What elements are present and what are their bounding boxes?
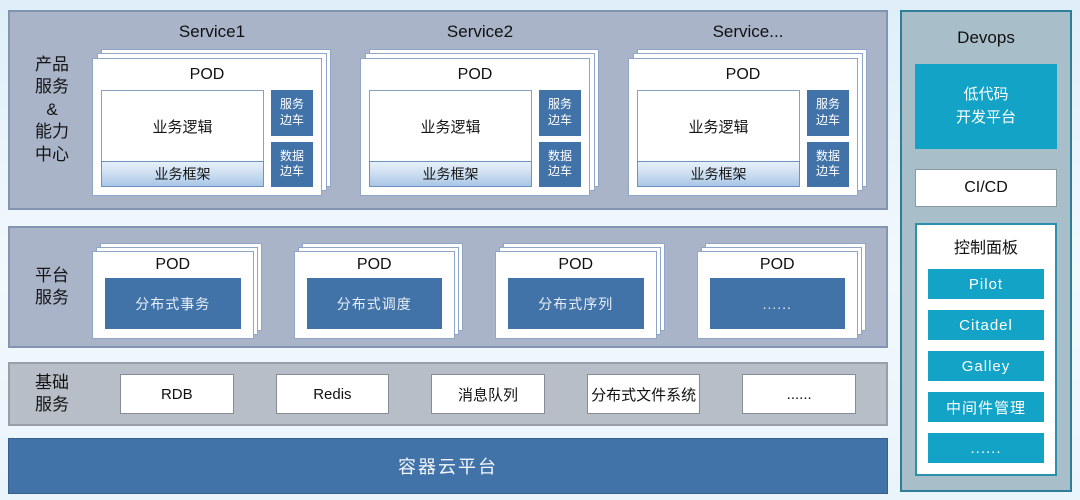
data-sidecar-box: 数据 边车 <box>539 141 581 187</box>
band-platform-services: 平台 服务 POD 分布式事务 POD 分布式调度 <box>8 226 888 348</box>
platform-pod-3: POD 分布式序列 <box>495 243 667 339</box>
business-framework-bar: 业务框架 <box>369 161 532 187</box>
pod-card: POD 业务逻辑 业务框架 服务 边车 数据 边车 <box>628 58 858 196</box>
control-item-citadel: Citadel <box>928 310 1044 340</box>
pod-stack: POD ...... <box>696 243 866 339</box>
pod-title: POD <box>725 66 761 83</box>
pod-card: POD ...... <box>696 251 858 339</box>
distributed-transaction-bar: 分布式事务 <box>105 278 241 329</box>
pod-stack: POD 业务逻辑 业务框架 服务 边车 数据 边车 <box>628 49 867 196</box>
platform-pod-2: POD 分布式调度 <box>293 243 466 339</box>
band-label-platform: 平台 服务 <box>35 265 69 307</box>
logic-column: 业务逻辑 业务框架 <box>101 90 264 187</box>
pod-card: POD 业务逻辑 业务框架 服务 边车 数据 边车 <box>360 58 590 196</box>
band-infrastructure: 基础 服务 RDB Redis 消息队列 分布式文件系统 ...... <box>8 362 888 426</box>
control-item-more: ...... <box>928 433 1044 463</box>
band-label-infra: 基础 服务 <box>35 372 69 414</box>
distributed-scheduling-bar: 分布式调度 <box>306 278 442 329</box>
service-group-1: Service1 POD 业务逻辑 业务框架 服务 边车 数据 边车 <box>90 20 334 200</box>
container-cloud-platform-bar: 容器云平台 <box>8 438 888 494</box>
service-title: Service1 <box>178 22 246 41</box>
sidecar-column: 服务 边车 数据 边车 <box>807 90 849 187</box>
devops-title: Devops <box>957 28 1015 47</box>
service-group-2: Service2 POD 业务逻辑 业务框架 服务 边车 数据 边车 <box>358 20 602 200</box>
pod-stack: POD 分布式事务 <box>92 243 261 339</box>
control-item-galley: Galley <box>928 351 1044 381</box>
business-framework-bar: 业务框架 <box>101 161 264 187</box>
control-item-pilot: Pilot <box>928 269 1044 299</box>
platform-pod-4: POD ...... <box>696 243 869 339</box>
pod-body: 业务逻辑 业务框架 服务 边车 数据 边车 <box>369 90 581 187</box>
platform-pod-1: POD 分布式事务 <box>92 243 264 339</box>
business-logic-box: 业务逻辑 <box>101 90 264 162</box>
pod-card: POD 分布式调度 <box>293 251 455 339</box>
business-framework-bar: 业务框架 <box>637 161 800 187</box>
services-row: Service1 POD 业务逻辑 业务框架 服务 边车 数据 边车 <box>84 20 876 200</box>
control-panel-title: 控制面板 <box>953 240 1018 257</box>
infra-items-row: RDB Redis 消息队列 分布式文件系统 ...... <box>84 374 876 414</box>
pod-card: POD 分布式序列 <box>495 251 657 339</box>
control-item-middleware: 中间件管理 <box>928 392 1044 422</box>
lowcode-platform-box: 低代码 开发平台 <box>915 64 1057 149</box>
sidecar-column: 服务 边车 数据 边车 <box>271 90 313 187</box>
pod-title: POD <box>759 256 795 273</box>
more-services-bar: ...... <box>709 278 845 329</box>
distributed-sequence-bar: 分布式序列 <box>508 278 644 329</box>
infra-box-more: ...... <box>742 374 856 414</box>
band-label-product: 产品 服务 & 能力 中心 <box>35 54 69 164</box>
infra-box-redis: Redis <box>275 374 390 414</box>
logic-column: 业务逻辑 业务框架 <box>369 90 532 187</box>
service-sidecar-box: 服务 边车 <box>807 90 849 136</box>
sidecar-column: 服务 边车 数据 边车 <box>539 90 581 187</box>
service-sidecar-box: 服务 边车 <box>539 90 581 136</box>
pod-body: 业务逻辑 业务框架 服务 边车 数据 边车 <box>637 90 849 187</box>
logic-column: 业务逻辑 业务框架 <box>637 90 800 187</box>
pod-title: POD <box>457 66 493 83</box>
data-sidecar-box: 数据 边车 <box>271 141 313 187</box>
platform-pods-row: POD 分布式事务 POD 分布式调度 POD 分布式序列 <box>84 236 876 339</box>
pod-stack: POD 分布式序列 <box>495 243 664 339</box>
service-group-3: Service... POD 业务逻辑 业务框架 服务 边车 数据 边车 <box>626 20 870 200</box>
control-panel-box: 控制面板 Pilot Citadel Galley 中间件管理 ...... <box>915 223 1057 476</box>
pod-card: POD 分布式事务 <box>92 251 254 339</box>
cicd-box: CI/CD <box>915 168 1057 207</box>
pod-stack: POD 业务逻辑 业务框架 服务 边车 数据 边车 <box>360 49 599 196</box>
architecture-diagram: 产品 服务 & 能力 中心 Service1 POD 业务逻辑 业务框架 服务 … <box>8 10 888 494</box>
infra-box-message-queue: 消息队列 <box>431 374 545 414</box>
service-sidecar-box: 服务 边车 <box>271 90 313 136</box>
business-logic-box: 业务逻辑 <box>637 90 800 162</box>
pod-title: POD <box>558 256 594 273</box>
business-logic-box: 业务逻辑 <box>369 90 532 162</box>
pod-title: POD <box>356 256 392 273</box>
service-title: Service2 <box>446 22 514 41</box>
band-product-services: 产品 服务 & 能力 中心 Service1 POD 业务逻辑 业务框架 服务 … <box>8 10 888 210</box>
pod-card: POD 业务逻辑 业务框架 服务 边车 数据 边车 <box>92 58 322 196</box>
pod-title: POD <box>155 256 191 273</box>
service-title: Service... <box>712 22 784 41</box>
pod-title: POD <box>189 66 225 83</box>
infra-box-distributed-fs: 分布式文件系统 <box>586 374 701 414</box>
data-sidecar-box: 数据 边车 <box>807 141 849 187</box>
pod-body: 业务逻辑 业务框架 服务 边车 数据 边车 <box>101 90 313 187</box>
devops-panel: Devops 低代码 开发平台 CI/CD 控制面板 Pilot Citadel… <box>900 10 1072 492</box>
pod-stack: POD 业务逻辑 业务框架 服务 边车 数据 边车 <box>92 49 331 196</box>
pod-stack: POD 分布式调度 <box>293 243 463 339</box>
infra-box-rdb: RDB <box>120 374 234 414</box>
